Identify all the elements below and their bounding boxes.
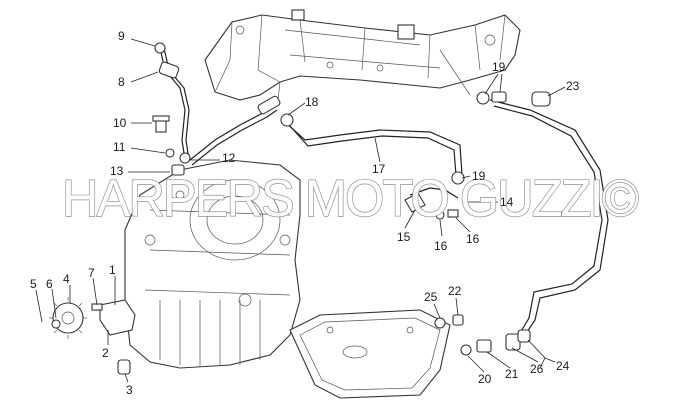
watermark-text: HARPERS MOTO GUZZI© <box>62 170 639 228</box>
callout-26: 26 <box>530 362 544 376</box>
callout-12: 12 <box>222 151 236 165</box>
callout-2: 2 <box>102 346 109 360</box>
callout-labels: 9 8 10 11 12 13 18 17 19 14 15 16 16 19 … <box>30 29 580 397</box>
oil-pump-parts-drawing <box>49 297 136 375</box>
callout-11: 11 <box>113 140 126 154</box>
callout-18: 17 <box>372 162 386 176</box>
callout-20a: 19 <box>492 60 506 74</box>
callout-1: 1 <box>109 263 116 277</box>
callout-10: 10 <box>113 116 127 130</box>
callout-13: 13 <box>110 164 124 178</box>
callout-14: 14 <box>500 195 514 209</box>
oil-hoses-drawing <box>158 47 609 336</box>
engine-crankcase-drawing <box>124 159 301 369</box>
callout-24: 24 <box>556 359 570 373</box>
callout-3: 3 <box>126 383 133 397</box>
callout-5: 5 <box>30 277 37 291</box>
callout-8: 8 <box>118 75 125 89</box>
oil-sump-drawing <box>289 309 451 399</box>
callout-21: 21 <box>505 367 519 381</box>
callout-25: 25 <box>424 290 438 304</box>
leader-lines <box>35 38 566 383</box>
callout-17: 16 <box>434 239 448 253</box>
frame-drawing <box>204 9 521 101</box>
fittings-drawing <box>152 42 551 356</box>
callout-23: 23 <box>566 79 580 93</box>
callout-15: 15 <box>397 230 411 244</box>
callout-9: 9 <box>118 29 125 43</box>
callout-20b: 20 <box>478 372 492 386</box>
callout-16: 16 <box>466 232 480 246</box>
callout-4: 4 <box>63 272 70 286</box>
callout-19a: 18 <box>305 95 319 109</box>
callout-7: 7 <box>88 266 95 280</box>
callout-19b: 19 <box>472 169 486 183</box>
callout-6: 6 <box>46 277 53 291</box>
callout-22: 22 <box>448 284 462 298</box>
